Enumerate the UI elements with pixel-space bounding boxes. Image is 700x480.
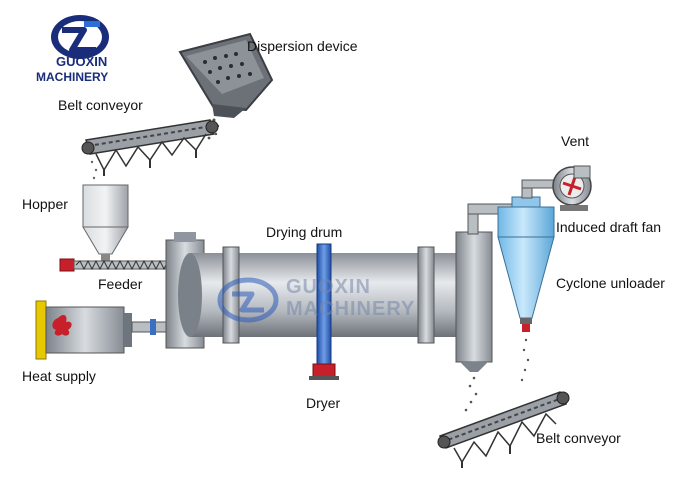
belt-conveyor-top bbox=[81, 119, 219, 176]
label-dispersion-device: Dispersion device bbox=[247, 38, 358, 54]
label-hopper: Hopper bbox=[22, 196, 68, 212]
dispersion-device bbox=[178, 32, 274, 118]
watermark-line1: GUOXIN bbox=[286, 276, 371, 298]
material-particles-outlet bbox=[464, 376, 478, 412]
dryer-drive bbox=[309, 243, 339, 380]
cyclone-unloader bbox=[497, 179, 563, 332]
label-vent: Vent bbox=[561, 133, 590, 149]
label-feeder: Feeder bbox=[98, 276, 143, 292]
brand-line1: GUOXIN bbox=[56, 54, 108, 69]
material-particles-hopper bbox=[90, 160, 98, 180]
label-belt-conveyor-bottom: Belt conveyor bbox=[536, 430, 621, 446]
label-dryer: Dryer bbox=[306, 395, 341, 411]
label-induced-draft-fan: Induced draft fan bbox=[556, 219, 662, 235]
guoxin-logo-icon bbox=[51, 15, 109, 59]
heat-supply-furnace bbox=[35, 300, 169, 360]
label-cyclone-unloader: Cyclone unloader bbox=[556, 275, 665, 291]
belt-conveyor-bottom bbox=[437, 391, 570, 468]
material-particles-cyclone bbox=[520, 338, 530, 382]
label-belt-conveyor-top: Belt conveyor bbox=[58, 97, 143, 113]
label-drying-drum: Drying drum bbox=[266, 224, 343, 240]
watermark-logo-icon bbox=[217, 277, 279, 323]
drum-outlet-housing bbox=[455, 203, 519, 372]
hopper bbox=[82, 184, 129, 262]
screw-feeder bbox=[59, 258, 179, 272]
label-heat-supply: Heat supply bbox=[22, 368, 96, 384]
brand-line2: MACHINERY bbox=[36, 70, 109, 84]
watermark-line2: MACHINERY bbox=[286, 298, 416, 320]
induced-draft-fan bbox=[552, 165, 592, 211]
